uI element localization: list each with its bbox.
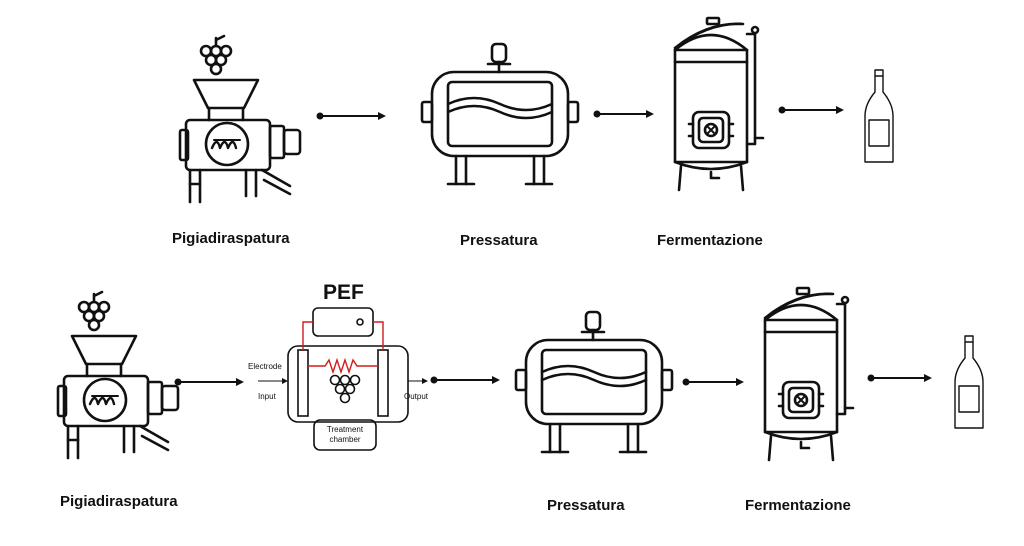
wine-bottle-icon (954, 335, 984, 429)
label-pigiadiraspatura-2: Pigiadiraspatura (60, 493, 178, 510)
crusher-destemmer-icon (56, 290, 180, 460)
electrode-label: Electrode (248, 362, 282, 371)
fermentation-tank-icon (763, 286, 855, 462)
label-pressatura-2: Pressatura (547, 497, 625, 514)
label-fermentazione-2: Fermentazione (745, 497, 851, 514)
label-pigiadiraspatura: Pigiadiraspatura (172, 230, 290, 247)
label-pressatura: Pressatura (460, 232, 538, 249)
treatment-chamber-line1: Treatment (326, 425, 364, 434)
arrow-6 (682, 378, 744, 386)
wine-bottle-icon (864, 69, 894, 163)
press-icon (514, 310, 674, 454)
fermentation-tank-icon (673, 16, 765, 192)
input-label: Input (258, 392, 276, 401)
treatment-chamber-label: Treatment chamber (314, 425, 376, 445)
treatment-chamber-line2: chamber (329, 435, 361, 444)
crusher-destemmer-icon (178, 34, 302, 204)
press-icon (420, 42, 580, 186)
arrow-1 (316, 112, 386, 120)
pef-title: PEF (323, 281, 364, 304)
arrow-3 (778, 106, 844, 114)
label-fermentazione: Fermentazione (657, 232, 763, 249)
arrow-5 (430, 376, 500, 384)
pef-unit (258, 307, 428, 451)
arrow-4 (174, 378, 244, 386)
output-label: Output (404, 392, 429, 401)
arrow-2 (593, 110, 654, 118)
arrow-7 (867, 374, 932, 382)
